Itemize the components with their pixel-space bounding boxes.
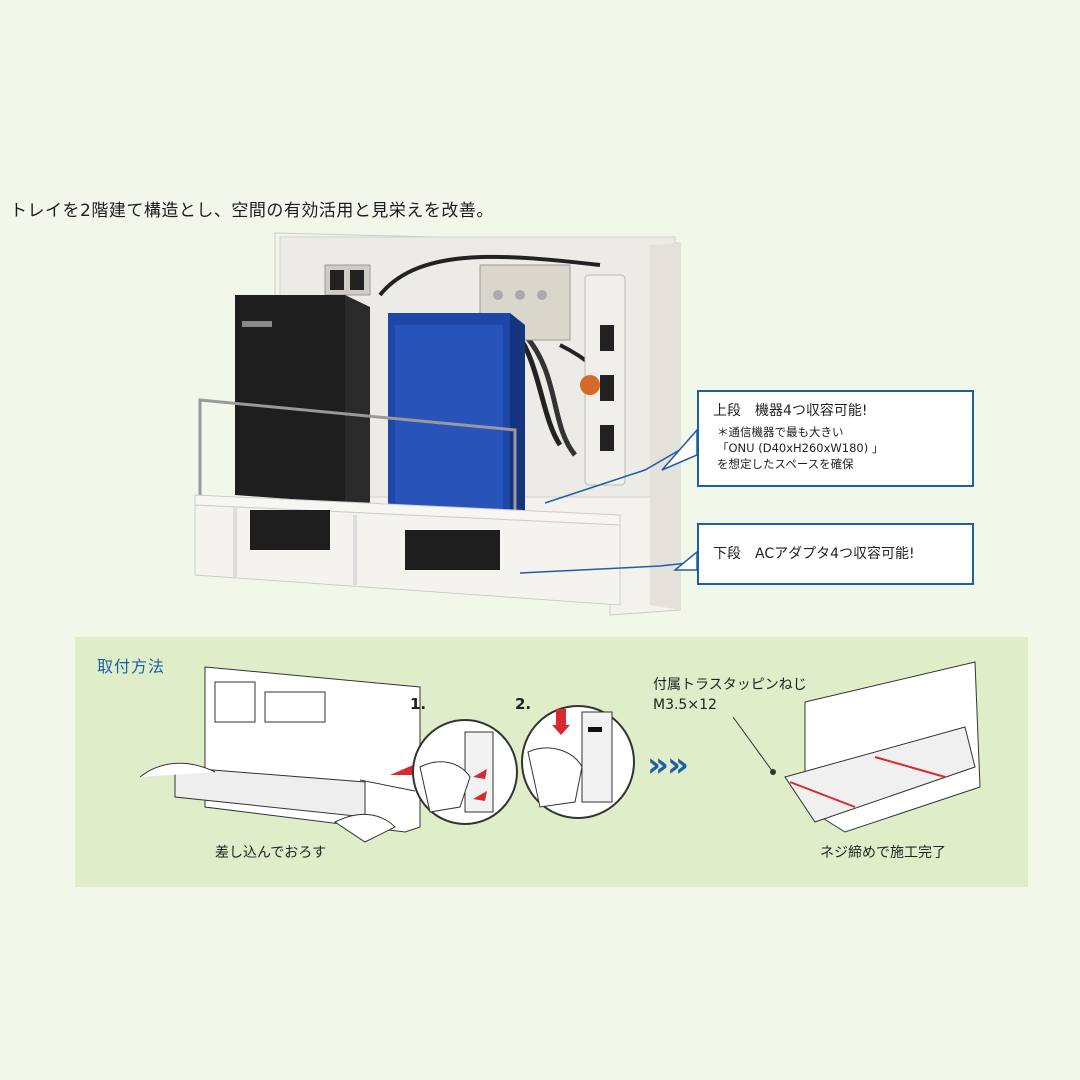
insert-illustration — [139, 666, 421, 843]
upper-tier-note-1: ＊通信機器で最も大きい — [717, 425, 844, 439]
step-1-number: 1. — [410, 695, 427, 713]
step-2-detail — [521, 705, 635, 819]
lower-tier-callout: 下段 ACアダプタ4つ収容可能! — [697, 523, 974, 585]
method-label: 取付方法 — [97, 657, 166, 676]
upper-tier-note-3: を想定したスペースを確保 — [717, 457, 854, 471]
installation-method-panel: 取付方法 差し込んでおろす 1. 2. »» 付属トラスタッピンねじ M3.5×… — [75, 637, 1028, 887]
step-2-number: 2. — [515, 695, 532, 713]
upper-tier-callout: 上段 機器4つ収容可能! ＊通信機器で最も大きい 「ONU (D40xH260x… — [697, 390, 974, 487]
screw-label-line1: 付属トラスタッピンねじ — [653, 677, 807, 693]
next-arrow-icon: »» — [647, 745, 689, 785]
step-1-pointer — [360, 779, 416, 792]
step-1-detail — [412, 719, 518, 825]
upper-tier-title: 上段 機器4つ収容可能! — [713, 403, 868, 419]
caption-insert: 差し込んでおろす — [215, 845, 327, 861]
upper-tier-note-2: 「ONU (D40xH260xW180) 」 — [717, 441, 884, 455]
headline: トレイを2階建て構造とし、空間の有効活用と見栄えを改善。 — [10, 201, 494, 221]
lower-tier-title: 下段 ACアダプタ4つ収容可能! — [713, 546, 915, 562]
caption-complete: ネジ締めで施工完了 — [820, 845, 946, 861]
completed-illustration — [732, 661, 981, 833]
screw-label: 付属トラスタッピンねじ M3.5×12 — [653, 675, 807, 715]
product-photo — [194, 232, 681, 616]
screw-label-line2: M3.5×12 — [653, 697, 717, 713]
